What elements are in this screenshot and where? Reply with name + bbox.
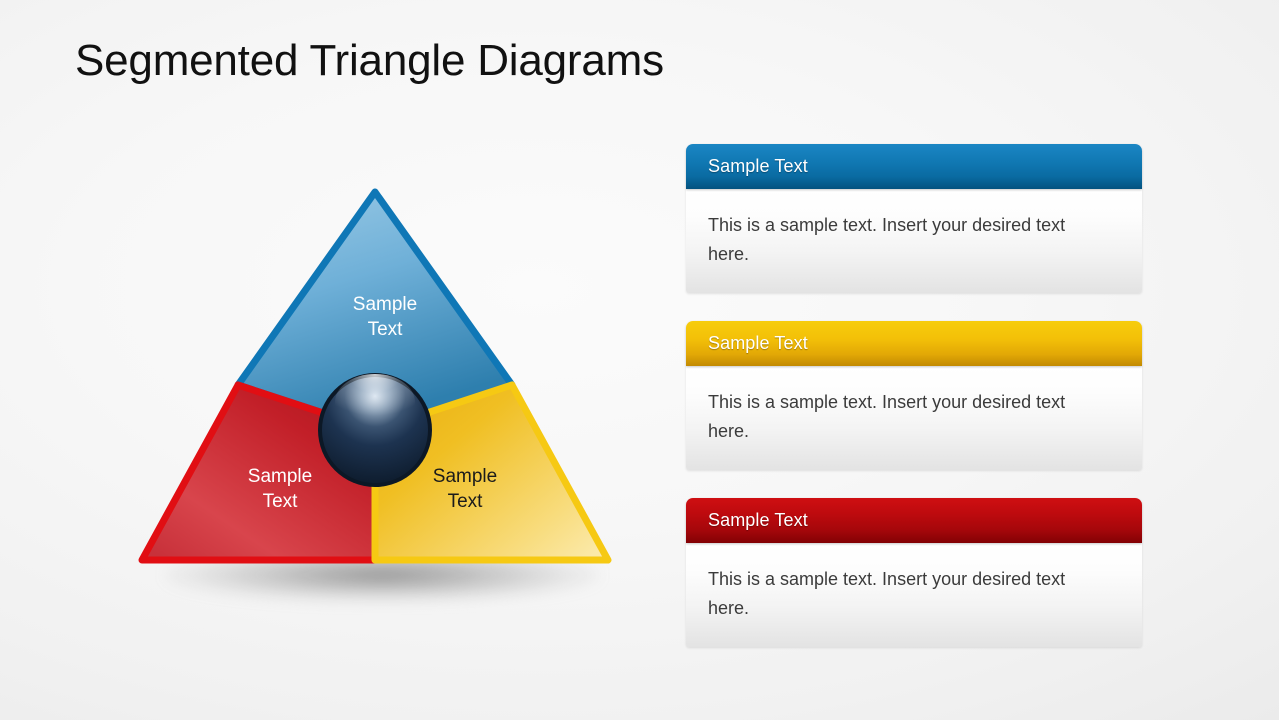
card-body-text: This is a sample text. Insert your desir…: [708, 569, 1066, 618]
segmented-triangle-diagram: Sample Text Sample Text Sample Text: [120, 170, 640, 640]
description-card-blue[interactable]: Sample Text This is a sample text. Inser…: [686, 144, 1142, 293]
card-header-title: Sample Text: [708, 156, 808, 176]
page-title: Segmented Triangle Diagrams: [75, 36, 664, 85]
card-header-title: Sample Text: [708, 510, 808, 530]
card-header-title: Sample Text: [708, 333, 808, 353]
card-body-red: This is a sample text. Insert your desir…: [686, 543, 1142, 647]
card-body-text: This is a sample text. Insert your desir…: [708, 215, 1066, 264]
sphere-highlight: [335, 374, 415, 430]
card-body-blue: This is a sample text. Insert your desir…: [686, 189, 1142, 293]
card-body-yellow: This is a sample text. Insert your desir…: [686, 366, 1142, 470]
card-header-red[interactable]: Sample Text: [686, 498, 1142, 543]
card-body-text: This is a sample text. Insert your desir…: [708, 392, 1066, 441]
triangle-graphic: [138, 188, 612, 564]
card-header-blue[interactable]: Sample Text: [686, 144, 1142, 189]
card-header-yellow[interactable]: Sample Text: [686, 321, 1142, 366]
description-card-list: Sample Text This is a sample text. Inser…: [686, 144, 1142, 647]
description-card-yellow[interactable]: Sample Text This is a sample text. Inser…: [686, 321, 1142, 470]
description-card-red[interactable]: Sample Text This is a sample text. Inser…: [686, 498, 1142, 647]
